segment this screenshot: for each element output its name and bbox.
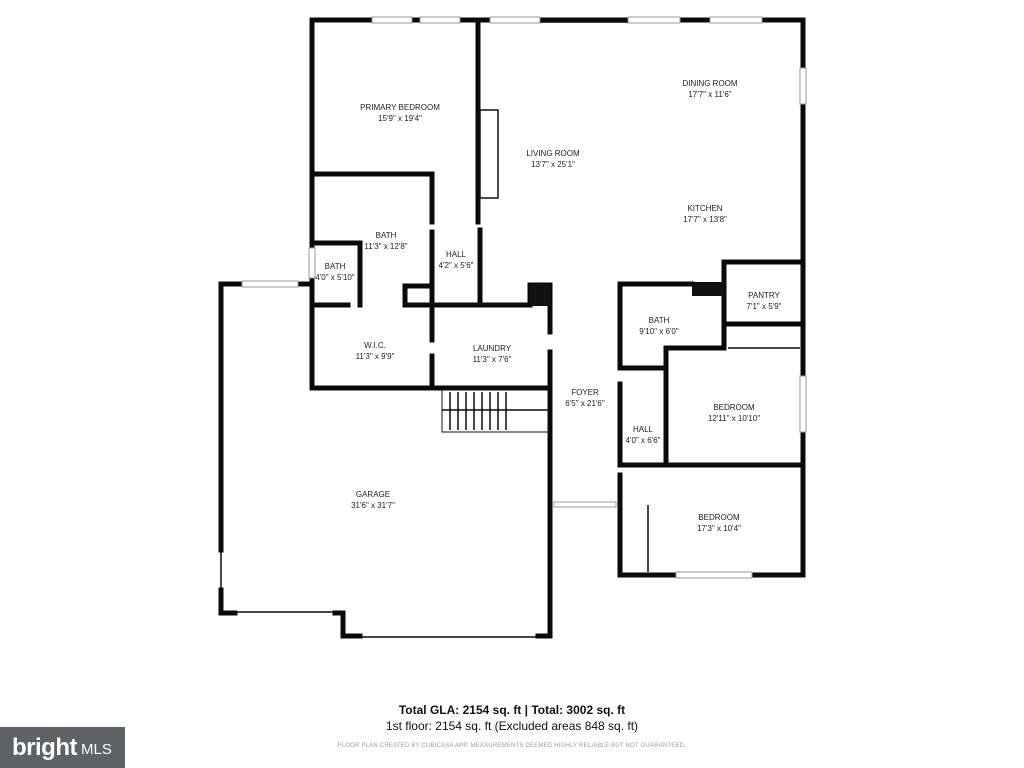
room-label-wic: W.I.C. 11'3" x 9'9" [356,341,395,361]
room-label-bath-primary: BATH 11'3" x 12'8" [364,231,407,251]
doors [220,21,800,638]
svg-text:6'5" x 21'6": 6'5" x 21'6" [565,399,605,408]
floor-plan: PRIMARY BEDROOM 15'9" x 19'4" LIVING ROO… [218,16,807,639]
room-label-hall-1: HALL 4'2" x 5'6" [439,250,474,270]
svg-text:W.I.C.: W.I.C. [364,341,386,350]
wall-bath-small [309,240,363,308]
svg-text:4'0" x 6'6": 4'0" x 6'6" [626,436,661,445]
svg-text:BEDROOM: BEDROOM [713,403,755,412]
svg-text:BEDROOM: BEDROOM [698,513,740,522]
exterior-wall-right [617,259,806,578]
svg-text:HALL: HALL [446,250,467,259]
svg-text:13'7" x 25'1": 13'7" x 25'1" [531,160,575,169]
svg-text:FOYER: FOYER [571,388,599,397]
room-label-primary-bedroom: PRIMARY BEDROOM 15'9" x 19'4" [360,103,440,123]
pantry-block [692,282,724,296]
svg-text:BATH: BATH [649,316,670,325]
exterior-wall-top [309,17,806,391]
room-label-laundry: LAUNDRY 11'3" x 7'6" [473,344,512,364]
svg-text:HALL: HALL [633,425,654,434]
svg-text:11'3" x 9'9": 11'3" x 9'9" [356,352,395,361]
svg-text:GARAGE: GARAGE [356,490,390,499]
svg-text:11'3" x 12'8": 11'3" x 12'8" [364,242,407,251]
svg-text:PANTRY: PANTRY [748,291,780,300]
svg-text:17'7" x 13'8": 17'7" x 13'8" [683,215,727,224]
windows [241,16,807,579]
room-label-living-room: LIVING ROOM 13'7" x 25'1" [526,149,580,169]
wall-garage-bottom [332,610,363,639]
svg-text:DINING ROOM: DINING ROOM [682,79,737,88]
room-label-garage: GARAGE 31'6" x 31'7" [351,490,395,510]
room-label-bedroom-2: BEDROOM 12'11" x 10'10" [708,403,760,423]
wall-primary-bedroom [309,171,435,225]
svg-text:17'7" x 11'6": 17'7" x 11'6" [688,90,731,99]
disclaimer-text: FLOOR PLAN CREATED BY CUBICASA APP. MEAS… [337,743,687,749]
logo-brand: bright [12,733,77,761]
fireplace [479,109,499,199]
stairs [441,389,549,433]
room-label-bedroom-3: BEDROOM 17'3" x 10'4" [697,513,741,533]
wall-bath-hall [617,281,695,371]
room-label-bath-small: BATH 4'0" x 5'10" [315,262,355,282]
room-label-pantry: PANTRY 7'1" x 5'9" [747,291,782,311]
floor-area-text: 1st floor: 2154 sq. ft (Excluded areas 8… [385,719,639,733]
bright-mls-logo: bright MLS [0,727,125,768]
wall-garage-left-upper [218,281,245,553]
svg-text:31'6" x 31'7": 31'6" x 31'7" [351,501,395,510]
svg-text:4'0" x 5'10": 4'0" x 5'10" [315,273,355,282]
svg-text:LIVING ROOM: LIVING ROOM [526,149,580,158]
wall-garage [535,377,553,639]
svg-text:9'10" x 6'0": 9'10" x 6'0" [639,327,679,336]
room-label-hall-2: HALL 4'0" x 6'6" [626,425,661,445]
svg-text:12'11" x 10'10": 12'11" x 10'10" [708,414,760,423]
room-label-dining-room: DINING ROOM 17'7" x 11'6" [682,79,737,99]
svg-text:11'3" x 7'6": 11'3" x 7'6" [473,355,512,364]
svg-text:17'3" x 10'4": 17'3" x 10'4" [697,524,741,533]
room-label-kitchen: KITCHEN 17'7" x 13'8" [683,204,727,224]
svg-text:15'9" x 19'4": 15'9" x 19'4" [378,114,422,123]
svg-text:LAUNDRY: LAUNDRY [473,344,512,353]
svg-text:KITCHEN: KITCHEN [687,204,722,213]
svg-text:BATH: BATH [376,231,397,240]
logo-suffix: MLS [80,741,112,758]
room-label-bath-hall: BATH 9'10" x 6'0" [639,316,679,336]
svg-text:4'2" x 5'6": 4'2" x 5'6" [439,261,474,270]
total-area-text: Total GLA: 2154 sq. ft | Total: 3002 sq.… [398,703,626,717]
room-label-foyer: FOYER 6'5" x 21'6" [565,388,605,408]
wall-bath-divider [402,283,435,308]
svg-text:PRIMARY BEDROOM: PRIMARY BEDROOM [360,103,440,112]
svg-text:BATH: BATH [325,262,346,271]
pillar [530,284,550,306]
svg-text:7'1" x 5'9": 7'1" x 5'9" [747,302,782,311]
wall-garage-left [218,587,238,616]
